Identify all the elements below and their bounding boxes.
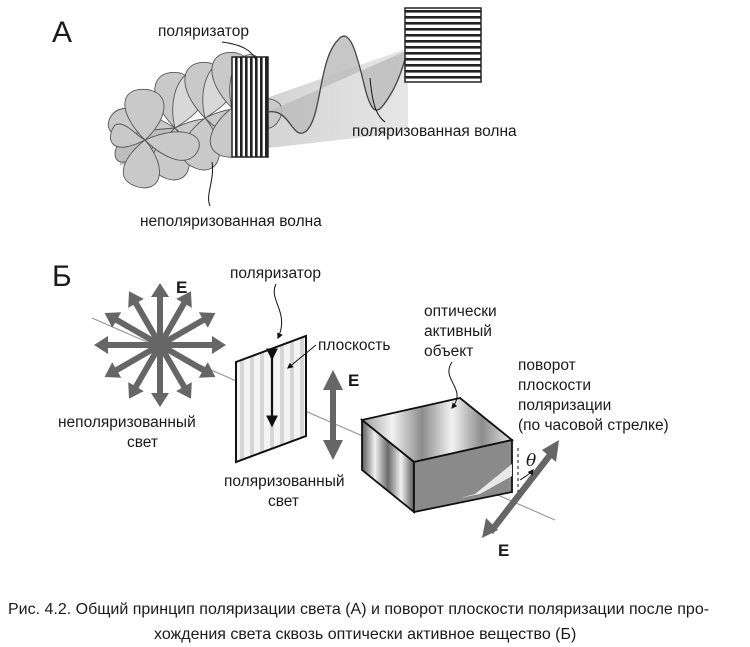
field-label-top: E	[176, 278, 187, 297]
polarizer-label-b: поляризатор	[230, 265, 321, 282]
polarized-field-vector	[323, 370, 343, 460]
leader-lines-a	[208, 41, 386, 207]
rotation-label-line4: (по часовой стрелке)	[518, 417, 669, 434]
panel-b-letter: Б	[52, 260, 72, 293]
polarizer-grid-a	[231, 56, 269, 158]
unpolarized-wave-label: неполяризованная волна	[140, 213, 322, 230]
unpolarized-field-vectors	[94, 283, 226, 407]
field-label-mid: E	[348, 371, 359, 390]
polarized-wave	[267, 35, 409, 134]
optically-active-object	[359, 397, 515, 514]
unpolarized-light-label-line2: свет	[127, 434, 158, 451]
angle-symbol: θ	[526, 451, 536, 471]
unpolarized-wave	[107, 52, 283, 189]
plane-label: плоскость	[318, 337, 390, 354]
analyzer-grid-a	[404, 7, 482, 83]
polarization-figure: А	[52, 7, 669, 560]
polarized-light-label-line2: свет	[268, 493, 299, 510]
polarizer-label-a: поляризатор	[158, 23, 249, 40]
active-object-label-line1: оптически	[424, 303, 497, 320]
rotation-label-line1: поворот	[518, 357, 576, 374]
caption-line-2: хождения света сквозь оптически активное…	[154, 626, 577, 643]
panel-a-letter: А	[52, 16, 72, 49]
figure-caption: Рис. 4.2. Общий принцип поляризации свет…	[8, 597, 748, 647]
active-object-label-line2: активный	[424, 323, 492, 340]
caption-line-1: Рис. 4.2. Общий принцип поляризации свет…	[8, 601, 710, 618]
plane-leader	[287, 344, 317, 369]
angle-arc	[519, 469, 534, 481]
polarizer-leader	[273, 283, 283, 340]
polarizer-plate-b	[235, 334, 307, 464]
rotation-label-line3: поляризации	[518, 397, 611, 414]
rotation-label-line2: плоскости	[518, 377, 591, 394]
active-object-leader	[448, 361, 458, 409]
rotated-field-vector	[482, 440, 559, 538]
active-object-label-line3: объект	[424, 343, 473, 360]
unpolarized-light-label-line1: неполяризованный	[58, 414, 196, 431]
polarized-wave-label: поляризованная волна	[352, 123, 517, 140]
polarized-light-label-line1: поляризованный	[224, 473, 345, 490]
field-label-bottom: E	[498, 541, 509, 560]
